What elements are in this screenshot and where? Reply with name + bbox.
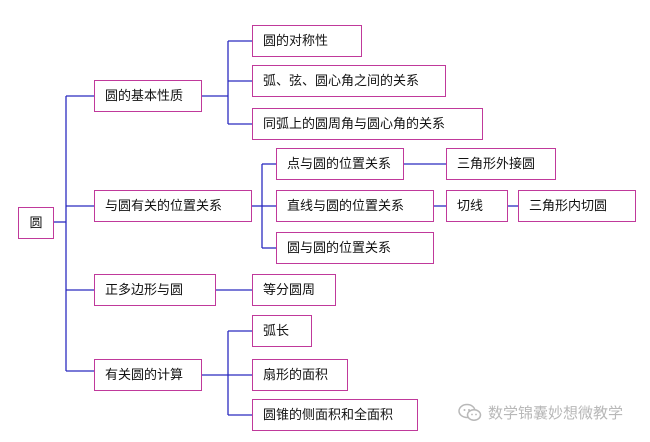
node-sector-area: 扇形的面积 [252,359,348,391]
wechat-icon [458,403,482,423]
node-cone-area: 圆锥的侧面积和全面积 [252,399,418,431]
node-basic-properties: 圆的基本性质 [94,80,202,112]
node-inscribed-central-angle: 同弧上的圆周角与圆心角的关系 [252,108,483,140]
node-symmetry: 圆的对称性 [252,25,362,57]
node-calculations: 有关圆的计算 [94,359,202,391]
node-incircle: 三角形内切圆 [518,190,636,222]
node-point-circle: 点与圆的位置关系 [276,148,404,180]
watermark-text: 数学锦囊妙想微教学 [488,404,624,422]
node-divide-circumference: 等分圆周 [252,274,336,306]
root-node: 圆 [18,207,54,239]
node-tangent: 切线 [446,190,508,222]
node-position-relations: 与圆有关的位置关系 [94,190,252,222]
node-arc-chord-angle: 弧、弦、圆心角之间的关系 [252,65,446,97]
node-circumcircle: 三角形外接圆 [446,148,556,180]
node-regular-polygon: 正多边形与圆 [94,274,216,306]
watermark: 数学锦囊妙想微教学 [458,402,623,423]
node-arc-length: 弧长 [252,315,312,347]
node-line-circle: 直线与圆的位置关系 [276,190,434,222]
node-circle-circle: 圆与圆的位置关系 [276,232,434,264]
